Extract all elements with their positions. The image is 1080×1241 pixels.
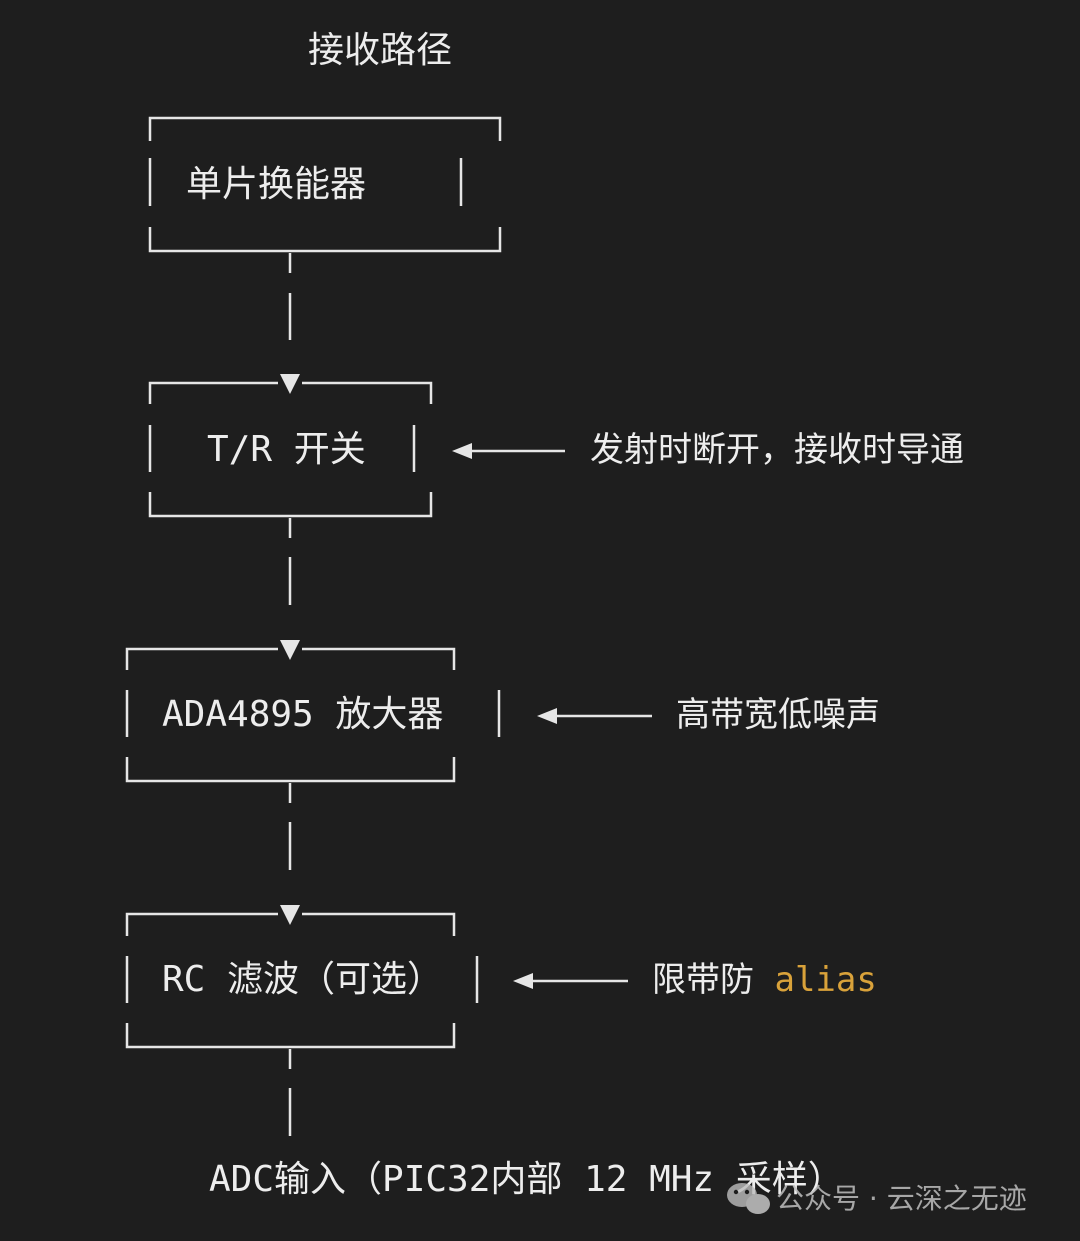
diagram-title: 接收路径 [308,30,452,71]
transducer-label: 单片换能器 [186,164,366,205]
rc-filter-note: 限带防 alias [652,960,877,1000]
rc-filter-note-prefix: 限带防 [652,960,774,1000]
transducer-block: 单片换能器 [148,116,502,253]
amplifier-note: 高带宽低噪声 [676,695,880,735]
down-arrow-icon [280,905,300,925]
rc-filter-note-arrow [513,973,628,989]
left-arrow-icon [537,708,557,724]
tr-switch-label: T/R 开关 [207,429,366,470]
amplifier-note-arrow [537,708,652,724]
wechat-icon [727,1183,770,1214]
rc-filter-block: RC 滤波（可选） [125,912,479,1049]
watermark: 公众号 · 云深之无迹 [727,1182,1027,1215]
down-arrow-icon [280,640,300,660]
amplifier-label: ADA4895 放大器 [162,694,443,735]
connector-3 [280,783,300,925]
left-arrow-icon [513,973,533,989]
down-arrow-icon [280,374,300,394]
rc-filter-note-highlight: alias [774,960,876,1000]
tr-switch-block: T/R 开关 [148,381,433,518]
left-arrow-icon [452,443,472,459]
connector-2 [280,518,300,660]
tr-switch-note-arrow [452,443,565,459]
amplifier-block: ADA4895 放大器 [125,647,501,783]
tr-switch-note: 发射时断开，接收时导通 [590,430,964,470]
rc-filter-label: RC 滤波（可选） [162,959,443,1000]
connector-1 [280,253,300,394]
watermark-text: 公众号 · 云深之无迹 [776,1182,1027,1215]
